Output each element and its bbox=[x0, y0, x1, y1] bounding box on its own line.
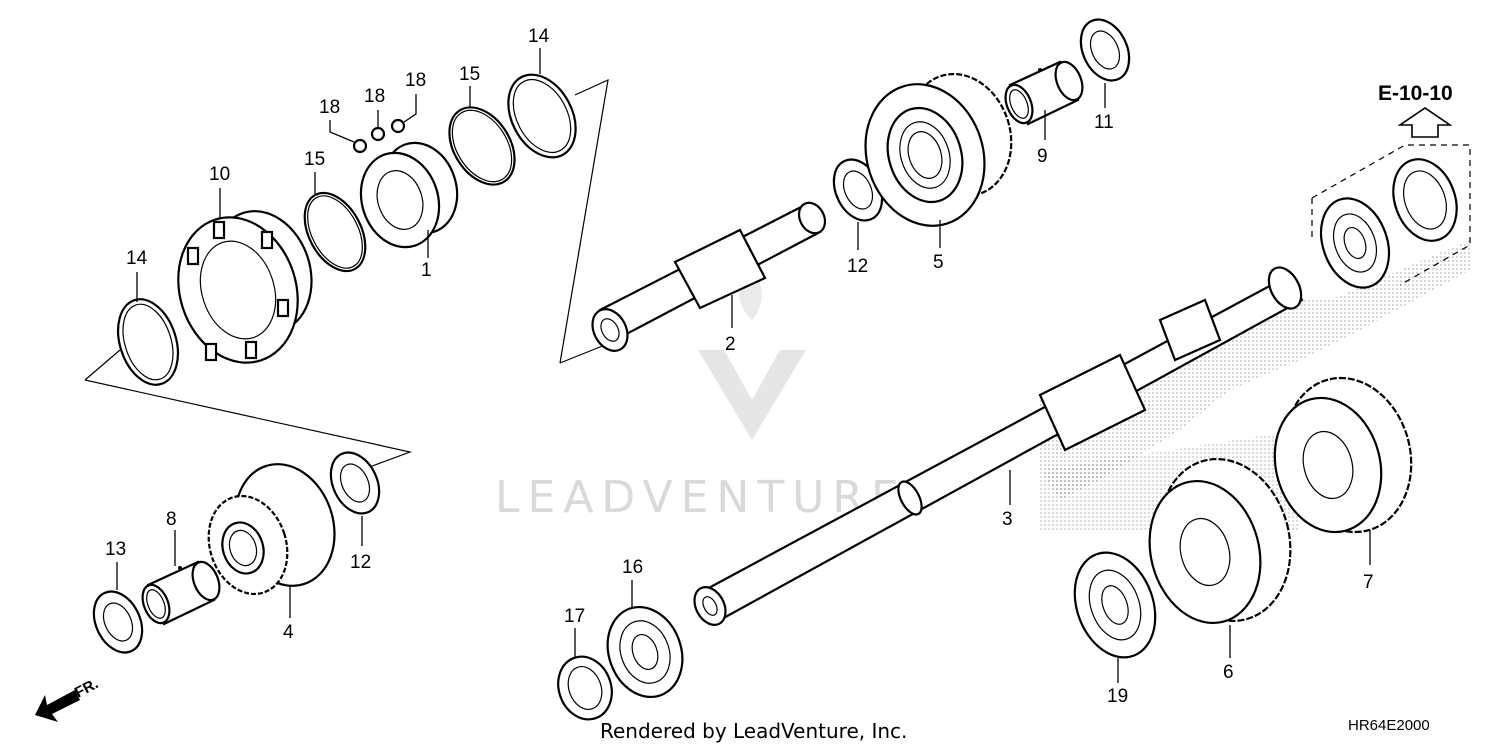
callout-18-b[interactable]: 18 bbox=[364, 86, 385, 107]
part-4-gear[interactable] bbox=[196, 451, 349, 604]
callout-15-right[interactable]: 15 bbox=[459, 64, 480, 85]
watermark-text: LEADVENTURE bbox=[495, 472, 907, 523]
callout-14-right[interactable]: 14 bbox=[528, 26, 550, 47]
callout-17[interactable]: 17 bbox=[564, 606, 585, 627]
part-14-snap-ring-right[interactable] bbox=[495, 63, 589, 169]
part-19-bearing[interactable] bbox=[1061, 541, 1169, 668]
callout-10[interactable]: 10 bbox=[209, 164, 230, 185]
callout-15-left[interactable]: 15 bbox=[304, 149, 325, 170]
part-15-ring-right[interactable] bbox=[436, 96, 528, 197]
drawing-code: HR64E2000 bbox=[1348, 717, 1430, 734]
part-11-washer[interactable] bbox=[1072, 12, 1139, 89]
part-10-shift-sleeve[interactable] bbox=[160, 198, 327, 378]
part-12-washer-left[interactable] bbox=[322, 445, 389, 522]
callout-5[interactable]: 5 bbox=[933, 252, 944, 273]
leader-lines bbox=[116, 48, 1371, 683]
callout-12-right[interactable]: 12 bbox=[847, 256, 868, 277]
callout-2[interactable]: 2 bbox=[725, 334, 736, 355]
callout-18-c[interactable]: 18 bbox=[405, 70, 426, 91]
part-3-mainshaft[interactable] bbox=[688, 262, 1307, 630]
part-5-gear[interactable] bbox=[848, 61, 1027, 242]
reference-arrow-icon bbox=[1397, 107, 1453, 138]
callout-labels: 1 2 3 4 5 6 7 8 9 10 11 12 12 13 14 14 1… bbox=[105, 26, 1374, 707]
part-15-ring-left[interactable] bbox=[292, 183, 377, 282]
callout-7[interactable]: 7 bbox=[1363, 572, 1374, 593]
bearing-assembly-ref[interactable] bbox=[1309, 150, 1467, 297]
part-18-balls[interactable] bbox=[352, 118, 406, 154]
callout-3[interactable]: 3 bbox=[1002, 509, 1013, 530]
callout-16[interactable]: 16 bbox=[622, 557, 643, 578]
part-7-gear[interactable] bbox=[1260, 364, 1428, 547]
callout-6[interactable]: 6 bbox=[1223, 662, 1234, 683]
part-2-countershaft[interactable] bbox=[586, 198, 831, 357]
front-direction-arrow-icon bbox=[35, 690, 80, 722]
callout-13[interactable]: 13 bbox=[105, 539, 126, 560]
credit-text: Rendered by LeadVenture, Inc. bbox=[600, 719, 907, 743]
part-13-washer[interactable] bbox=[85, 584, 152, 661]
callout-11[interactable]: 11 bbox=[1094, 112, 1114, 133]
part-9-bushing[interactable] bbox=[1000, 58, 1087, 127]
callout-18-a[interactable]: 18 bbox=[319, 97, 340, 118]
callout-14-left[interactable]: 14 bbox=[126, 248, 148, 269]
part-16-bearing[interactable] bbox=[595, 596, 694, 707]
callout-9[interactable]: 9 bbox=[1037, 146, 1048, 167]
part-6-gear[interactable] bbox=[1134, 444, 1308, 636]
reference-label[interactable]: E-10-10 bbox=[1378, 82, 1453, 105]
callout-19[interactable]: 19 bbox=[1107, 686, 1128, 707]
callout-1[interactable]: 1 bbox=[421, 260, 432, 281]
callout-12-left[interactable]: 12 bbox=[350, 552, 371, 573]
part-8-collar[interactable] bbox=[137, 558, 224, 627]
part-14-snap-ring-left[interactable] bbox=[108, 292, 188, 393]
part-1-hub[interactable] bbox=[349, 133, 468, 257]
part-17-seal[interactable] bbox=[550, 649, 621, 727]
callout-8[interactable]: 8 bbox=[166, 509, 177, 530]
callout-4[interactable]: 4 bbox=[283, 622, 294, 643]
